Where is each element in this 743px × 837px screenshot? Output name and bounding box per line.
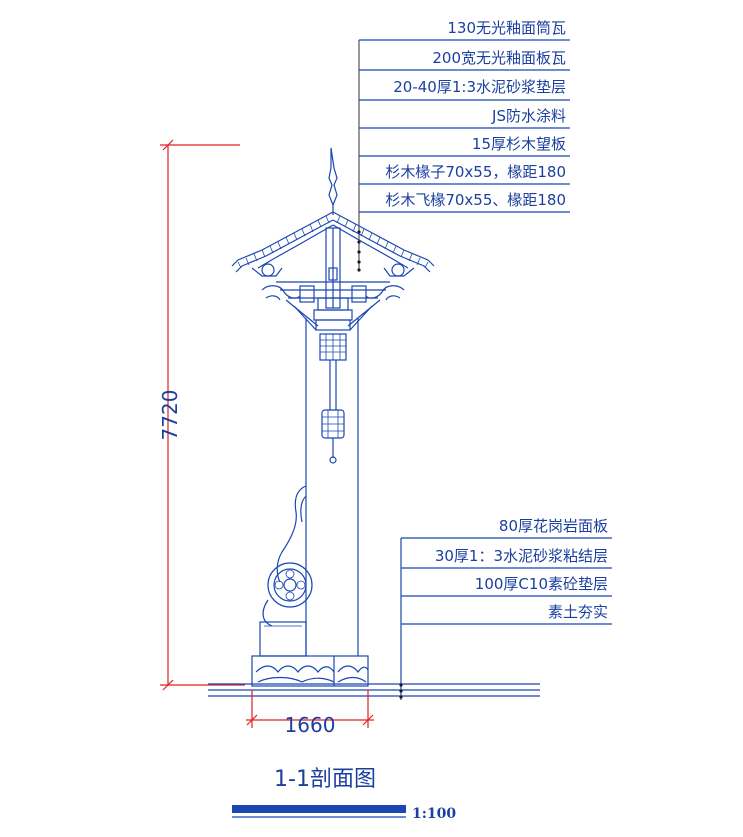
height-dimension: 7720	[158, 139, 245, 691]
roof-layer-callouts: 130无光釉面筒瓦 200宽无光釉面板瓦 20-40厚1:3水泥砂浆垫层 JS防…	[357, 19, 570, 272]
title-underline-thick	[232, 805, 406, 813]
width-dimension: 1660	[246, 690, 374, 737]
drawing-scale: 1:100	[412, 806, 456, 822]
base-plinth	[251, 655, 369, 687]
roof-layer-label: 杉木椽子70x55，椽距180	[385, 163, 566, 181]
roof-layer-label: 200宽无光釉面板瓦	[432, 49, 566, 67]
title-block: 1-1剖面图 1:100	[232, 767, 456, 822]
ground-layer-label: 30厚1：3水泥砂浆粘结层	[435, 547, 608, 565]
roof-layer-label: JS防水涂料	[491, 107, 566, 125]
width-dimension-value: 1660	[285, 713, 336, 737]
ground-layer-label: 100厚C10素砼垫层	[475, 575, 608, 593]
ground-layer-callouts: 80厚花岗岩面板 30厚1：3水泥砂浆粘结层 100厚C10素砼垫层 素土夯实	[399, 517, 612, 700]
roof-layer-label: 130无光釉面筒瓦	[447, 19, 566, 37]
roof-layer-label: 20-40厚1:3水泥砂浆垫层	[393, 78, 566, 96]
ground-lines	[208, 683, 540, 697]
column	[305, 318, 359, 656]
ground-layer-label: 素土夯实	[548, 603, 608, 621]
roof-layer-label: 杉木飞椽70x55、椽距180	[385, 191, 566, 209]
height-dimension-value: 7720	[158, 390, 182, 441]
roof-layer-label: 15厚杉木望板	[472, 135, 566, 153]
drawing-title: 1-1剖面图	[274, 767, 376, 792]
side-ornament	[259, 485, 313, 657]
roof	[231, 147, 435, 331]
ground-layer-label: 80厚花岗岩面板	[499, 517, 608, 535]
